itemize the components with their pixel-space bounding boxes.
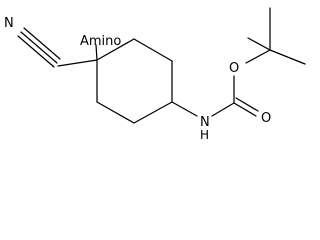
nitrile-nitrogen-label: N [4, 16, 14, 31]
ring-nitrogen-label: N [200, 115, 210, 130]
nitrile-triple-bond [17, 27, 61, 68]
cyclohexane-ring [96, 38, 173, 124]
bond-quaternary-amine [95, 44, 98, 61]
bond-nh-carbonyl [211, 102, 235, 117]
molecule-diagram: N Amino N H O O [4, 7, 306, 142]
ring-hydrogen-label: H [200, 128, 209, 142]
carbonyl-oxygen-label: O [261, 111, 271, 126]
bond-ring-nh [171, 101, 198, 117]
bond-ester-o-tbutyl [245, 49, 271, 64]
structure-canvas: N Amino N H O O [4, 7, 306, 142]
carbonyl-double-bond [233, 97, 259, 117]
amine-label: Amino [80, 34, 121, 49]
tert-butyl-methyls [247, 7, 306, 65]
ester-oxygen-label: O [229, 61, 239, 76]
bond-ch2-quaternary [57, 59, 98, 67]
